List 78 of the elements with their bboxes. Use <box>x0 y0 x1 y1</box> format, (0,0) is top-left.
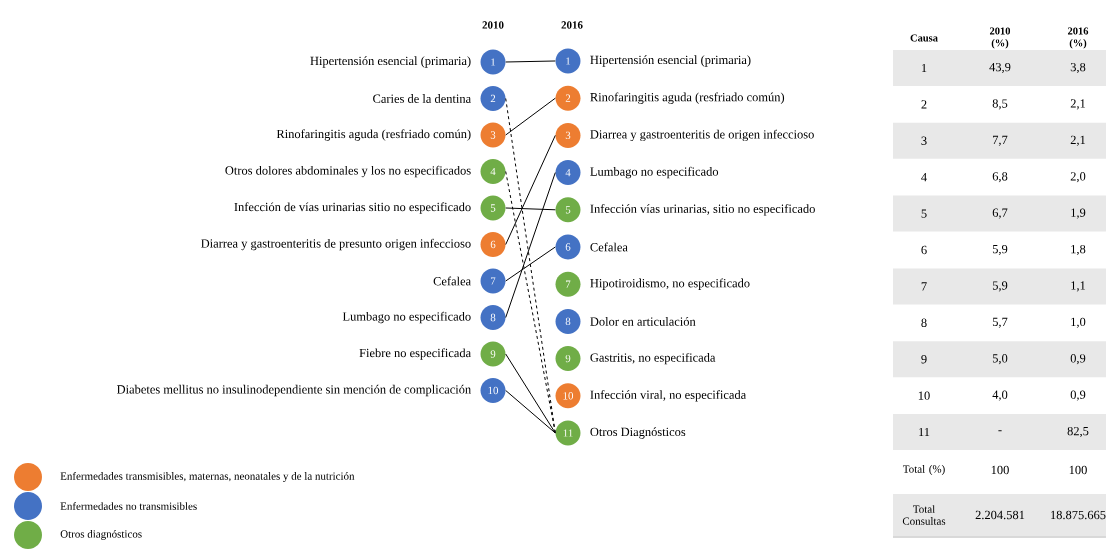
diagnosis-label: Rinofaringitis aguda (resfriado común) <box>590 92 785 104</box>
table-cell: Causa <box>910 34 938 42</box>
year-header: 2010 <box>482 21 504 29</box>
table-cell: - <box>998 430 1002 432</box>
table-cell: 2016 (%) <box>1068 27 1089 49</box>
table-cell: 18.875.665 <box>1051 510 1106 520</box>
table-cell: 6,8 <box>992 172 1008 183</box>
table-cell: 10 <box>918 391 930 400</box>
table-cell: 5,9 <box>992 281 1008 292</box>
table-cell: Total Consultas <box>902 505 946 525</box>
table-cell: 2,1 <box>1070 135 1086 146</box>
table-cell: Total (%) <box>903 465 945 475</box>
diagnosis-label: Diabetes mellitus no insulinodependiente sin mención de complicación <box>117 384 471 397</box>
year-header: 2016 <box>561 21 583 29</box>
connector-line <box>505 60 556 63</box>
table-cell: 3,8 <box>1070 62 1086 74</box>
table-cell: 100 <box>991 465 1009 475</box>
table-cell: 100 <box>1069 465 1087 475</box>
diagnosis-label: Lumbago no especificado <box>590 166 719 179</box>
connector-line <box>505 134 556 245</box>
diagnosis-label: Hipertensión esencial (primaria) <box>310 56 471 68</box>
diagnosis-label: Fiebre no especificada <box>359 348 471 360</box>
table-cell: 1,0 <box>1071 317 1086 328</box>
table-cell: 2.204.581 <box>975 510 1025 520</box>
legend-label: Otros diagnósticos <box>60 530 142 540</box>
table-cell: 1,9 <box>1071 208 1086 219</box>
table-cell: 0,9 <box>1070 390 1086 401</box>
connector-line <box>505 353 556 434</box>
diagnosis-label: Diarrea y gastroenteritis de origen infeccioso <box>590 129 814 142</box>
diagnosis-label: Diarrea y gastroenteritis de presunto origen infeccioso <box>201 238 471 251</box>
connector-line <box>505 172 556 318</box>
table-cell: 3 <box>921 136 927 145</box>
table-cell: 1,1 <box>1071 281 1086 292</box>
diagnosis-label: Cefalea <box>590 242 628 252</box>
table-cell: 82,5 <box>1067 426 1089 438</box>
table-cell: 8,5 <box>992 99 1008 110</box>
table-cell: 6,7 <box>992 208 1008 219</box>
table-cell: 2,1 <box>1070 99 1086 110</box>
diagnosis-label: Infección vías urinarias, sitio no especificado <box>590 204 815 216</box>
diagnosis-label: Lumbago no especificado <box>342 311 471 324</box>
diagnosis-label: Rinofaringitis aguda (resfriado común) <box>276 129 471 141</box>
table-cell: 4 <box>921 173 927 182</box>
table-cell: 5,9 <box>992 244 1008 256</box>
table-cell: 4,0 <box>992 390 1008 401</box>
table-cell: 5,7 <box>992 317 1008 328</box>
table-cell: 5 <box>921 209 927 218</box>
diagnosis-label: Otros dolores abdominales y los no especificados <box>225 165 471 178</box>
diagnosis-label: Dolor en articulación <box>590 317 696 326</box>
diagnosis-label: Otros Diagnósticos <box>590 427 686 439</box>
table-cell: 1 <box>922 63 927 73</box>
connector-line <box>505 98 556 434</box>
table-cell: 7,7 <box>993 135 1008 146</box>
table-cell: 5,0 <box>992 354 1008 365</box>
diagnosis-label: Gastritis, no especificada <box>590 352 716 365</box>
table-cell: 2,0 <box>1070 172 1086 183</box>
diagnosis-label: Infección viral, no especificada <box>590 390 747 402</box>
table-cell: 43,9 <box>989 62 1011 74</box>
legend-label: Enfermedades transmisibles, maternas, neonatales y de la nutrición <box>60 471 355 483</box>
table-cell: 6 <box>921 245 927 255</box>
connector-line <box>505 171 556 434</box>
diagnosis-label: Cefalea <box>433 276 471 286</box>
table-cell: 11 <box>919 427 930 437</box>
table-cell: 2010 (%) <box>990 27 1011 49</box>
diagnosis-label: Caries de la dentina <box>373 94 471 103</box>
diagnosis-label: Infección de vías urinarias sitio no especificado <box>234 202 471 214</box>
diagnosis-label: Hipotiroidismo, no especificado <box>590 278 750 290</box>
diagnosis-label: Hipertensión esencial (primaria) <box>590 55 751 67</box>
connector-line <box>505 97 556 136</box>
table-cell: 8 <box>921 318 927 327</box>
table-cell: 1,8 <box>1071 244 1086 256</box>
connector-line <box>505 207 556 211</box>
table-cell: 2 <box>921 100 927 109</box>
table-cell: 0,9 <box>1070 354 1086 365</box>
table-cell: 9 <box>921 355 927 364</box>
table-cell: 7 <box>921 282 927 291</box>
connector-line <box>505 246 556 282</box>
legend-label: Enfermedades no transmisibles <box>60 502 197 510</box>
connector-line <box>505 390 556 434</box>
